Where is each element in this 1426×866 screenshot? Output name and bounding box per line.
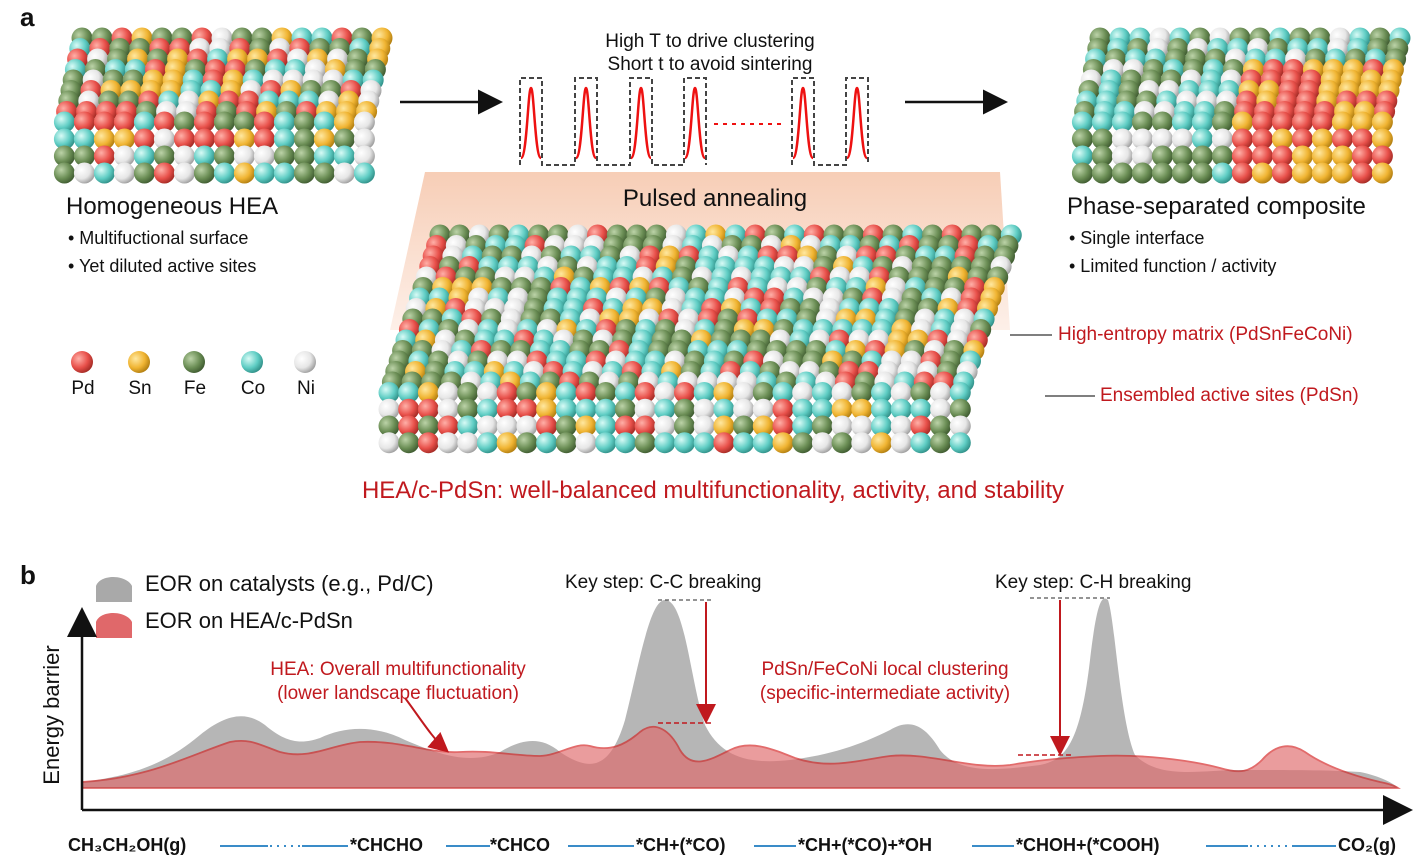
key-step-ch: Key step: C-H breaking xyxy=(995,572,1192,593)
element-label-fe: Fe xyxy=(183,378,207,399)
bullet-item: • Yet diluted active sites xyxy=(68,256,257,276)
annotation-hea: HEA: Overall multifunctionality (lower l… xyxy=(238,658,558,706)
callout-high-entropy-matrix: High-entropy matrix (PdSnFeCoNi) xyxy=(1058,324,1353,345)
phase-separated-bullets: • Single interface • Limited function / … xyxy=(1069,224,1276,280)
pulse-text-line-2: Short t to avoid sintering xyxy=(607,54,813,75)
legend-swatch-gray xyxy=(96,577,132,602)
phase-separated-title: Phase-separated composite xyxy=(1067,193,1366,220)
callout-ensembled-active-sites: Ensembled active sites (PdSn) xyxy=(1100,385,1359,406)
key-step-cc: Key step: C-C breaking xyxy=(565,572,762,593)
homogeneous-hea-bullets: • Multifuctional surface • Yet diluted a… xyxy=(68,224,256,280)
y-axis-label: Energy barrier xyxy=(39,645,64,785)
pathway-step-ch-co: *CH+(*CO) xyxy=(636,835,726,855)
pathway-step-chcho: *CHCHO xyxy=(350,835,424,855)
bullet-item: • Limited function / activity xyxy=(1069,256,1277,276)
annotation-line: HEA: Overall multifunctionality xyxy=(270,659,526,680)
pulsed-annealing-title: Pulsed annealing xyxy=(622,185,808,212)
element-label-co: Co xyxy=(240,378,266,399)
homogeneous-hea-title: Homogeneous HEA xyxy=(66,193,279,220)
legend-label-gray: EOR on catalysts (e.g., Pd/C) xyxy=(145,571,434,596)
pulse-description: High T to drive clustering Short t to av… xyxy=(560,30,860,76)
bullet-item: • Single interface xyxy=(1069,228,1205,248)
pulse-text-line-1: High T to drive clustering xyxy=(605,31,815,52)
annotation-line: (specific-intermediate activity) xyxy=(759,683,1011,704)
legend-swatch-red xyxy=(96,613,132,638)
pathway-step-ethanol: CH₃CH₂OH(g) xyxy=(68,835,187,855)
pathway-step-choh-cooh: *CHOH+(*COOH) xyxy=(1016,835,1160,855)
annotation-line: (lower landscape fluctuation) xyxy=(277,683,519,704)
pathway-step-co2: CO₂(g) xyxy=(1338,835,1396,855)
pulse-train xyxy=(519,77,869,166)
red-energy-landscape xyxy=(81,726,1401,789)
bullet-item: • Multifuctional surface xyxy=(68,228,249,248)
pathway-step-ch-co-oh: *CH+(*CO)+*OH xyxy=(798,835,933,855)
annotation-line: PdSn/FeCoNi local clustering xyxy=(761,659,1009,680)
annotation-pdsn: PdSn/FeCoNi local clustering (specific-i… xyxy=(730,658,1040,706)
panel-b-letter: b xyxy=(20,560,36,590)
legend-label-red: EOR on HEA/c-PdSn xyxy=(145,608,353,633)
panel-a-illustration xyxy=(53,27,1411,454)
element-label-ni: Ni xyxy=(297,378,315,399)
panel-a-caption: HEA/c-PdSn: well-balanced multifunctiona… xyxy=(361,477,1065,504)
element-label-pd: Pd xyxy=(71,378,95,399)
panel-a-letter: a xyxy=(20,2,35,32)
energy-landscape-diagram xyxy=(67,577,1413,825)
pathway-step-chco: *CHCO xyxy=(490,835,551,855)
pathway-connectors xyxy=(220,845,1336,847)
element-label-sn: Sn xyxy=(128,378,152,399)
